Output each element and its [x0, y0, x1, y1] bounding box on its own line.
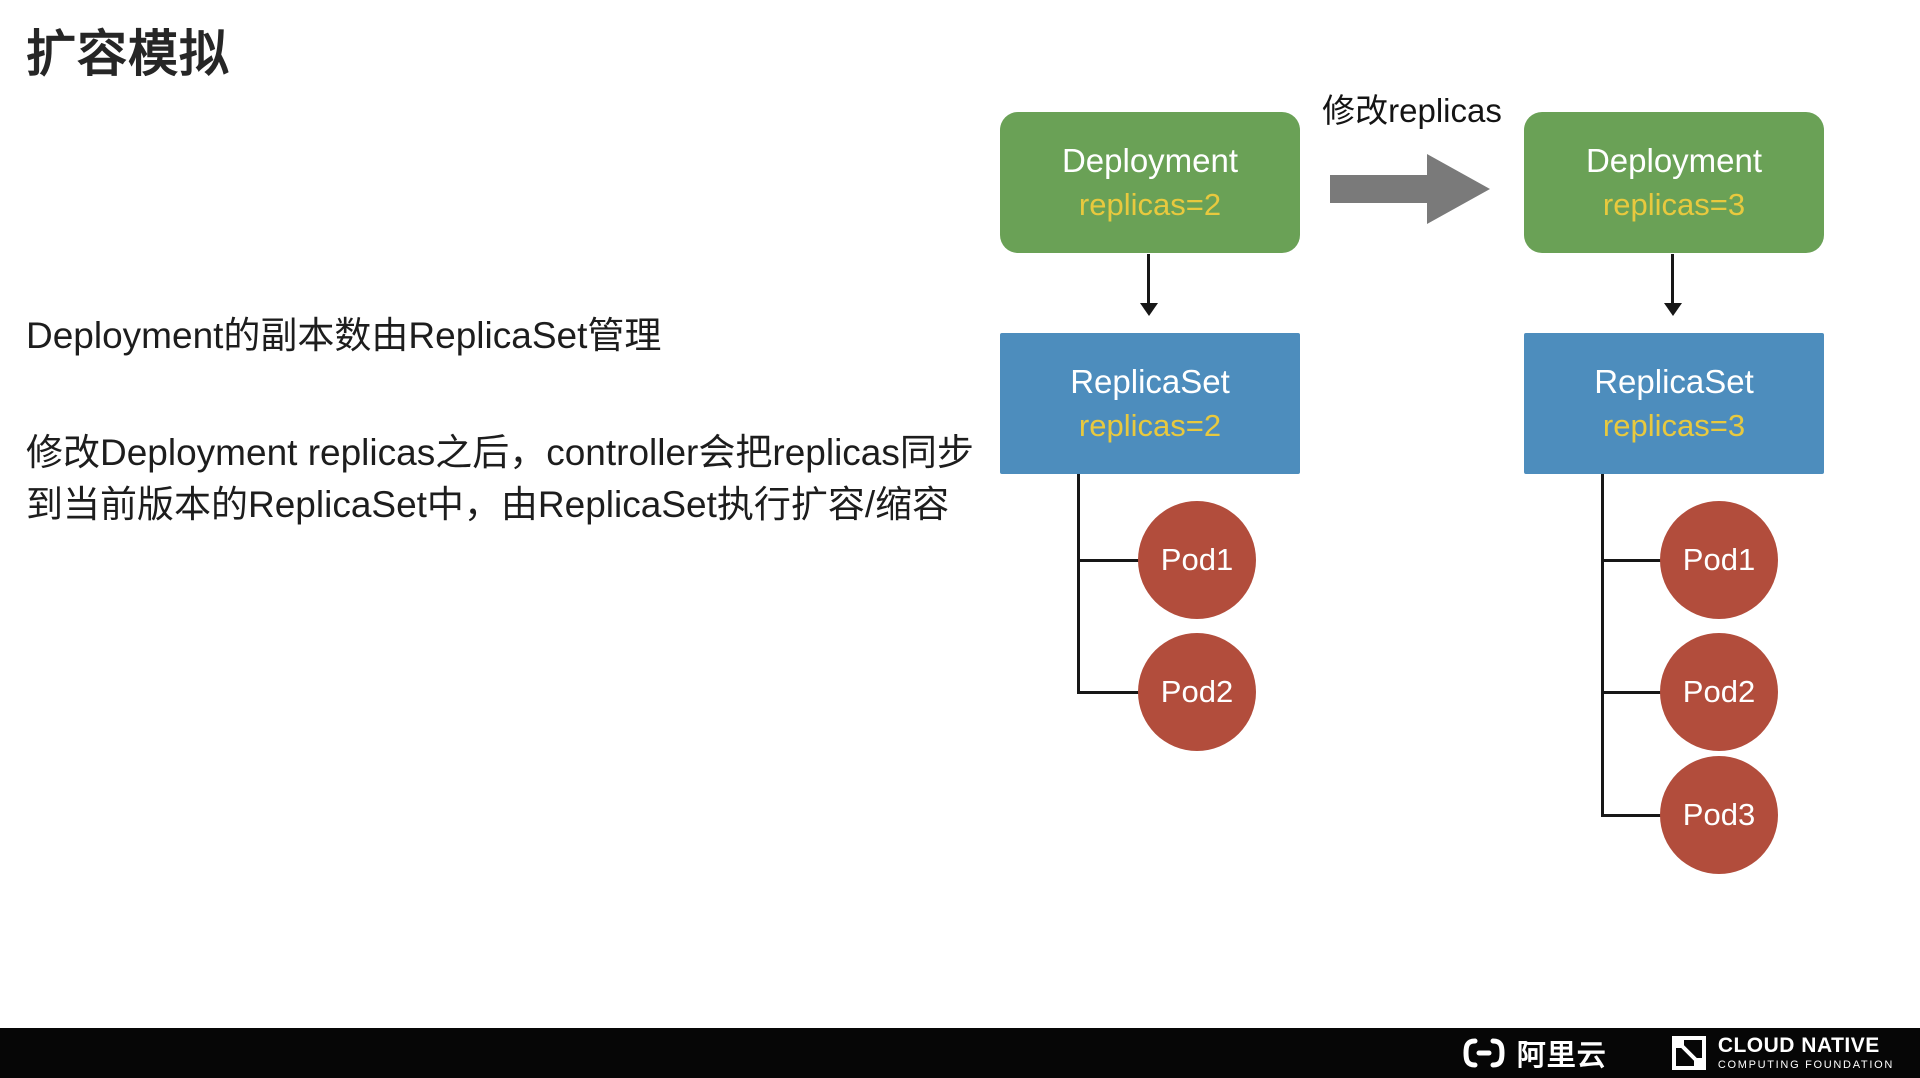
cncf-name: CLOUD NATIVE — [1717, 1034, 1880, 1057]
alibaba-cloud-logo: 阿里云 — [1461, 1032, 1607, 1074]
change-replicas-label: 修改replicas — [1322, 92, 1502, 129]
alibaba-cloud-label: 阿里云 — [1516, 1040, 1607, 1072]
down-arrow-icon — [1147, 254, 1150, 312]
deployment-replicas-value: replicas=3 — [1602, 187, 1746, 222]
cncf-mark-icon — [1671, 1036, 1706, 1070]
replicaset-node-before: ReplicaSet replicas=2 — [1000, 333, 1300, 474]
deployment-title: Deployment — [1061, 142, 1239, 179]
slide-title: 扩容模拟 — [26, 26, 230, 82]
change-arrow-icon — [1330, 154, 1490, 224]
pod-node: Pod1 — [1138, 501, 1256, 619]
deployment-node-after: Deployment replicas=3 — [1524, 112, 1824, 253]
connector-line — [1601, 559, 1670, 562]
replicaset-replicas-value: replicas=3 — [1602, 408, 1746, 443]
connector-line — [1077, 474, 1080, 694]
alibaba-cloud-mark-icon — [1463, 1038, 1505, 1068]
replicaset-title: ReplicaSet — [1070, 363, 1230, 400]
deployment-title: Deployment — [1585, 142, 1763, 179]
cncf-text: CLOUD NATIVE COMPUTING FOUNDATION — [1718, 1035, 1894, 1071]
connector-line — [1077, 559, 1149, 562]
cncf-subtitle: COMPUTING FOUNDATION — [1717, 1059, 1894, 1071]
body-line-replicaset-managed: Deployment的副本数由ReplicaSet管理 — [26, 315, 662, 356]
pod-node: Pod1 — [1660, 501, 1778, 619]
footer-bar: 阿里云 CLOUD NATIVE COMPUTING FOUNDATION — [0, 1028, 1920, 1078]
connector-line — [1601, 691, 1670, 694]
down-arrow-icon — [1671, 254, 1674, 312]
deployment-replicas-value: replicas=2 — [1078, 187, 1222, 222]
body-text: Deployment的副本数由ReplicaSet管理 修改Deployment… — [26, 310, 976, 532]
connector-line — [1601, 474, 1604, 816]
deployment-node-before: Deployment replicas=2 — [1000, 112, 1300, 253]
pod-node: Pod2 — [1138, 633, 1256, 751]
cncf-logo: CLOUD NATIVE COMPUTING FOUNDATION — [1671, 1035, 1894, 1071]
pod-node: Pod3 — [1660, 756, 1778, 874]
replicaset-node-after: ReplicaSet replicas=3 — [1524, 333, 1824, 474]
replicaset-replicas-value: replicas=2 — [1078, 408, 1222, 443]
connector-line — [1077, 691, 1149, 694]
replicaset-title: ReplicaSet — [1594, 363, 1754, 400]
body-paragraph-sync-replicas: 修改Deployment replicas之后，controller会把repl… — [26, 431, 974, 526]
connector-line — [1601, 814, 1670, 817]
pod-node: Pod2 — [1660, 633, 1778, 751]
